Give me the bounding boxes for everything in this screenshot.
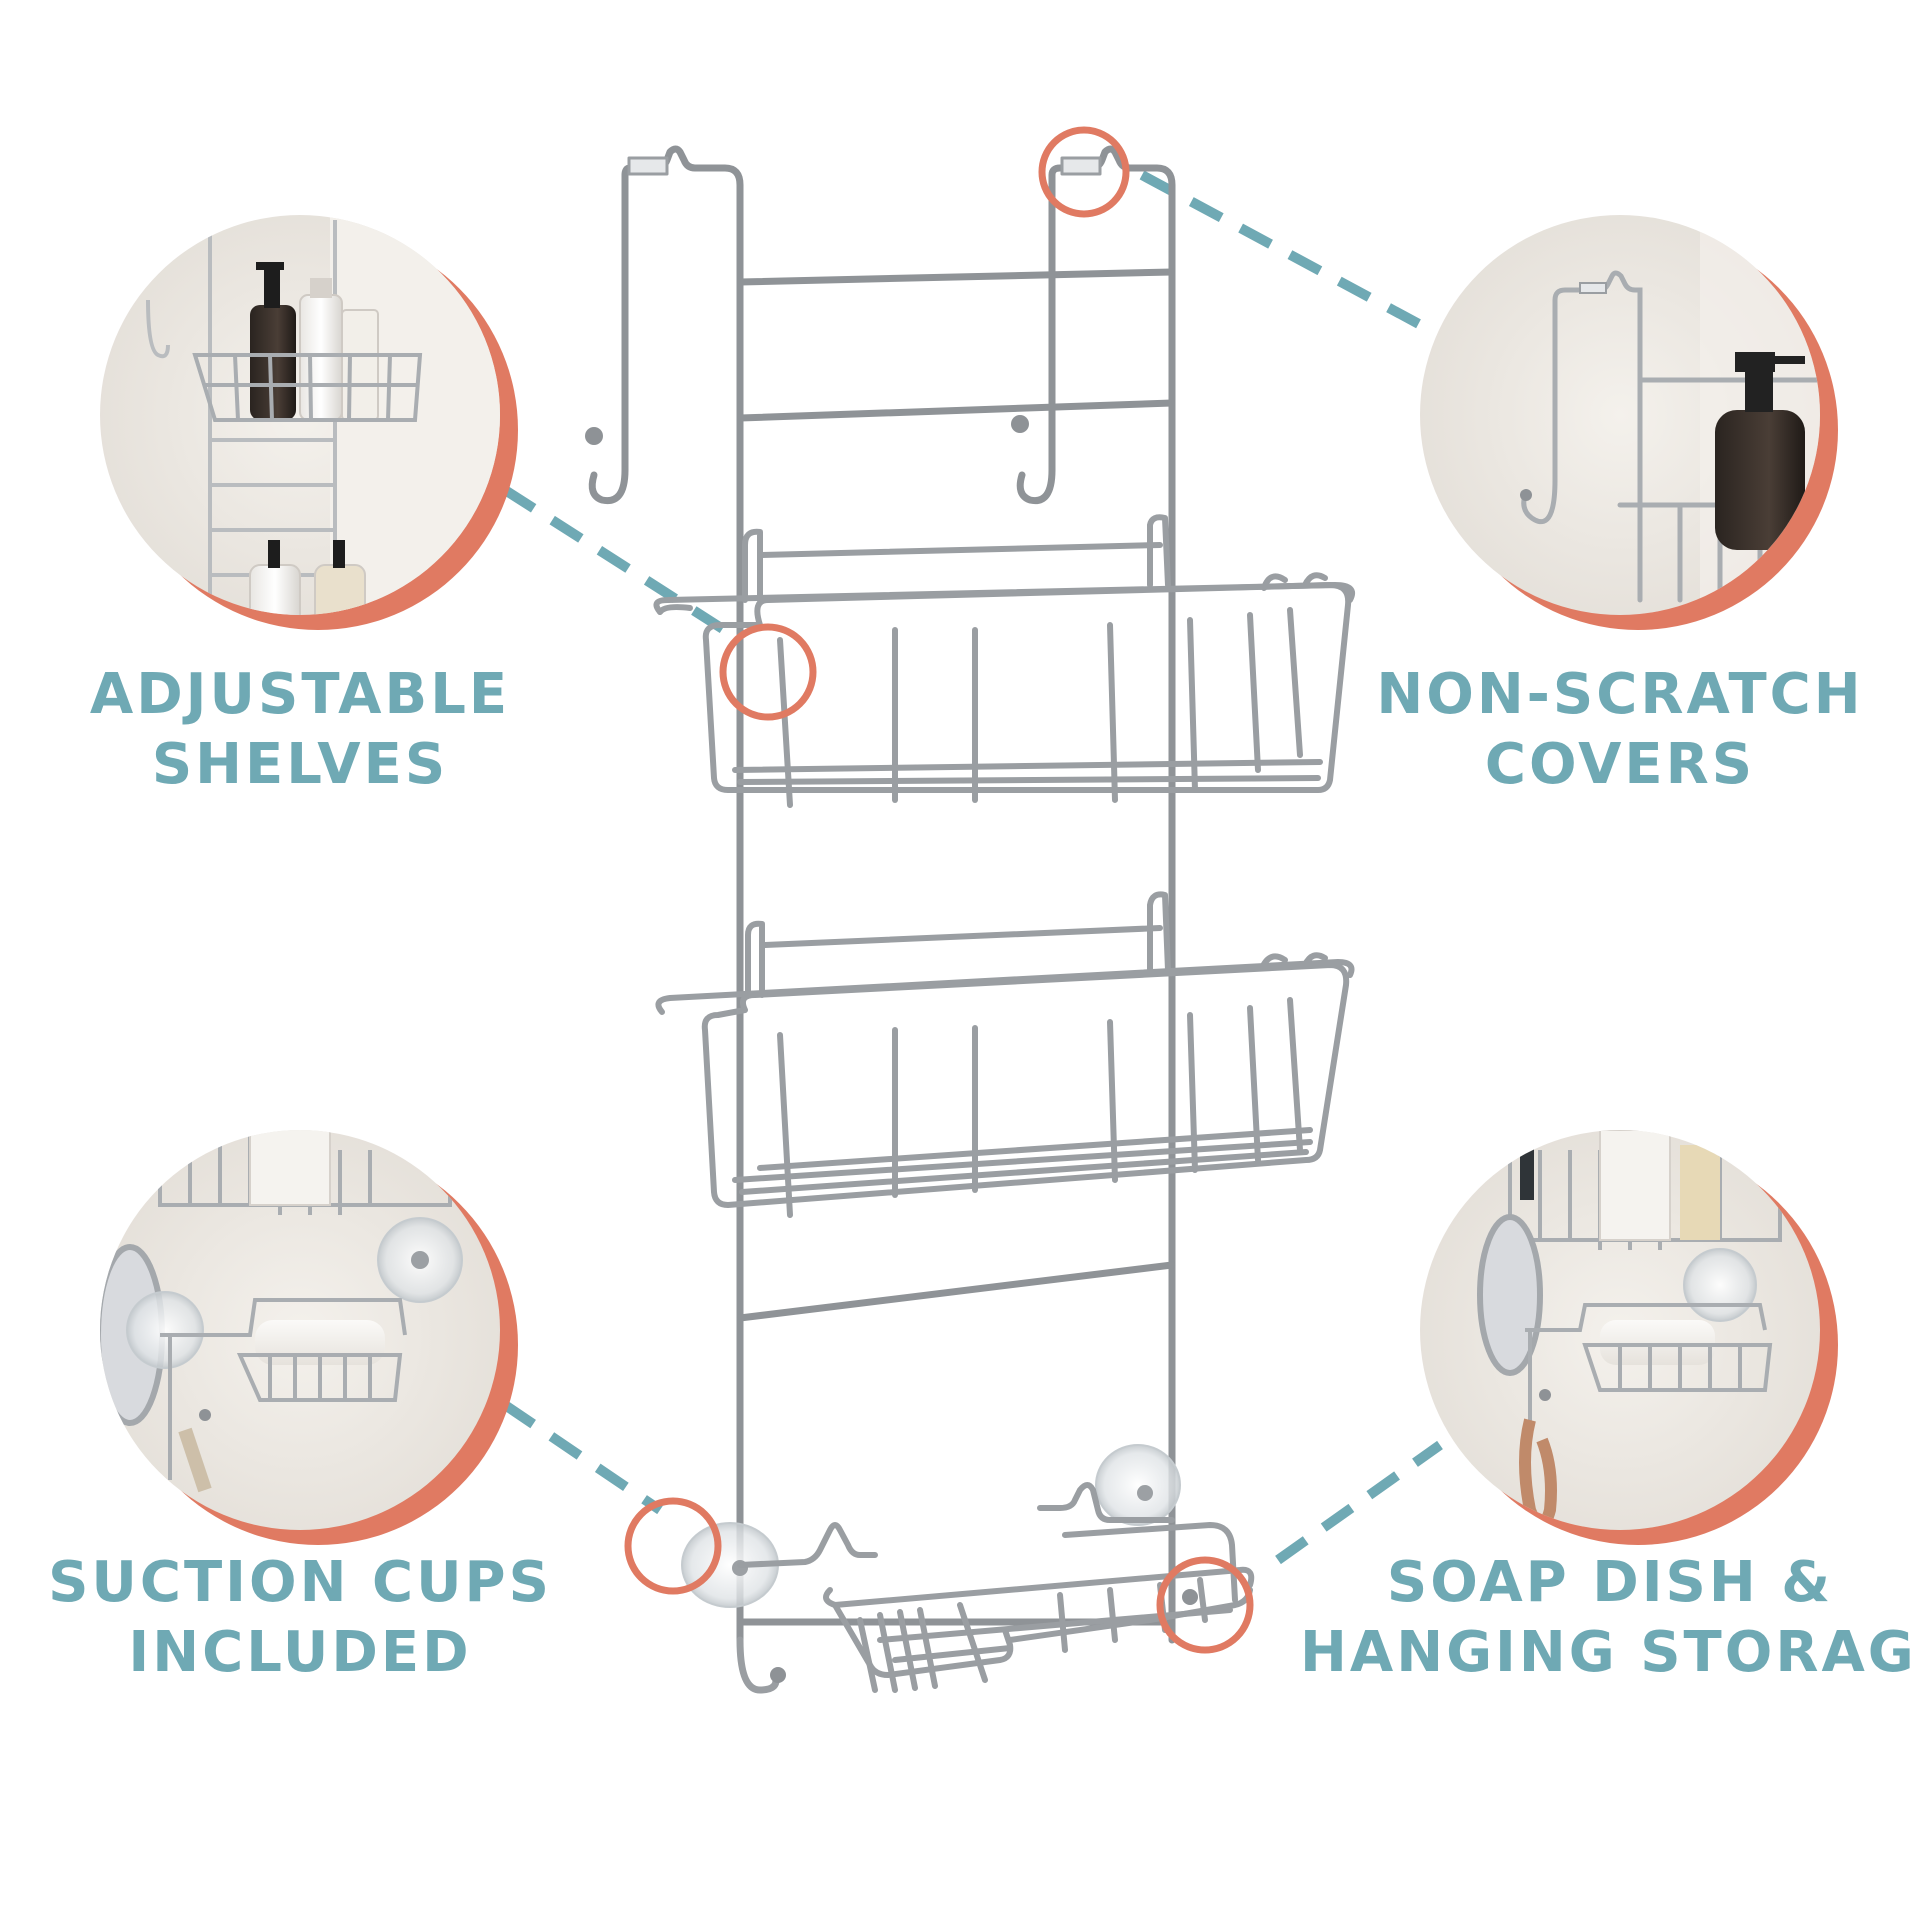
soap-dish-label-line-1: SOAP DISH & bbox=[1386, 1550, 1834, 1615]
callout-suction bbox=[624, 1497, 722, 1595]
suction-cups-label-line-2: INCLUDED bbox=[128, 1620, 472, 1685]
soap-dish-label-line-2: HANGING STORAGE bbox=[1300, 1620, 1920, 1685]
connector-suction bbox=[502, 1400, 663, 1515]
non-scratch-covers-label-line-1: NON-SCRATCH bbox=[1376, 662, 1864, 727]
suction-cups-label: SUCTION CUPS INCLUDED bbox=[40, 1548, 560, 1688]
callout-soap bbox=[1156, 1556, 1254, 1654]
suction-cups-photo bbox=[100, 1130, 518, 1545]
callout-nonscratch bbox=[1038, 126, 1130, 218]
non-scratch-covers-photo bbox=[1420, 215, 1838, 630]
non-scratch-covers-label-line-2: COVERS bbox=[1484, 732, 1756, 797]
suction-cup-right bbox=[1095, 1444, 1181, 1526]
adjustable-shelves-label: ADJUSTABLE SHELVES bbox=[40, 660, 560, 800]
connector-adjustable bbox=[502, 485, 743, 645]
callout-circles bbox=[624, 126, 1254, 1654]
soap-dish-label: SOAP DISH & HANGING STORAGE bbox=[1300, 1548, 1920, 1688]
adjustable-shelves-photo bbox=[100, 215, 518, 630]
shower-caddy-product bbox=[585, 145, 1356, 1694]
suction-cups-label-line-1: SUCTION CUPS bbox=[48, 1550, 552, 1615]
connector-nonscratch bbox=[1139, 170, 1433, 335]
connector-soap bbox=[1275, 1440, 1443, 1565]
non-scratch-covers-label: NON-SCRATCH COVERS bbox=[1360, 660, 1880, 800]
connector-lines bbox=[502, 170, 1443, 1565]
callout-adjustable bbox=[719, 623, 817, 721]
adjustable-shelves-label-line-1: ADJUSTABLE bbox=[89, 662, 511, 727]
adjustable-shelves-label-line-2: SHELVES bbox=[151, 732, 449, 797]
soap-dish-photo bbox=[1420, 1130, 1838, 1545]
